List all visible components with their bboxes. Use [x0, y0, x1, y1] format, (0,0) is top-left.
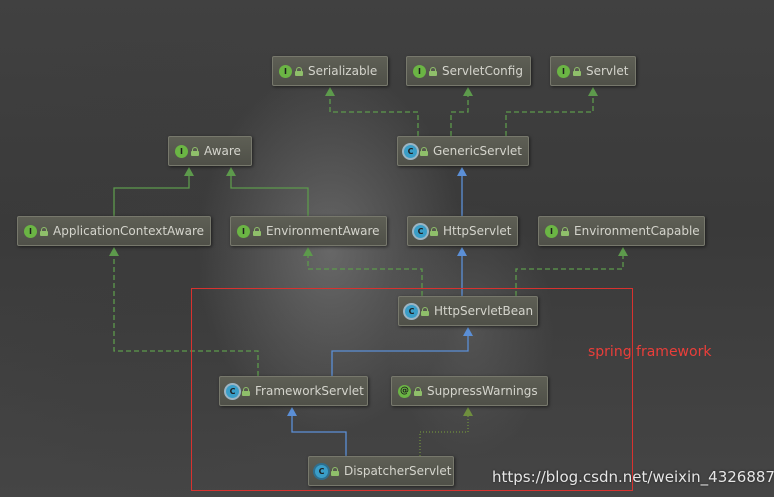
edge-httpservletbean-environmentcapable-arrowhead	[618, 247, 628, 256]
edge-frameworkservlet-applicationcontextaware	[113, 256, 259, 376]
node-label: ServletConfig	[442, 64, 523, 78]
node-label: Aware	[204, 144, 241, 158]
edge-frameworkservlet-applicationcontextaware-arrowhead	[109, 247, 119, 256]
node-environment-capable[interactable]: I EnvironmentCapable	[538, 216, 705, 246]
edge-httpservletbean-httpservlet-arrowhead	[457, 247, 467, 256]
node-type-icon: @	[398, 384, 411, 398]
edge-genericservlet-servletconfig	[450, 96, 469, 136]
node-servlet[interactable]: I Servlet	[550, 56, 636, 86]
region-label: spring framework	[588, 344, 712, 360]
node-label: Serializable	[308, 64, 378, 78]
public-lock-icon	[429, 66, 437, 76]
node-type-icon: C	[315, 464, 328, 478]
node-servlet-config[interactable]: I ServletConfig	[406, 56, 531, 86]
public-lock-icon	[421, 306, 429, 316]
node-label: DispatcherServlet	[344, 464, 452, 478]
node-type-icon: I	[545, 224, 558, 238]
node-label: SuppressWarnings	[427, 384, 538, 398]
public-lock-icon	[40, 226, 48, 236]
edge-frameworkservlet-httpservletbean	[331, 336, 469, 376]
node-label: ApplicationContextAware	[53, 224, 205, 238]
node-http-servlet[interactable]: C HttpServlet	[407, 216, 518, 246]
public-lock-icon	[573, 66, 581, 76]
node-type-icon: C	[405, 304, 418, 318]
spring-framework-region	[191, 288, 633, 491]
public-lock-icon	[420, 146, 428, 156]
node-type-icon: I	[279, 64, 292, 78]
node-type-icon: I	[237, 224, 250, 238]
edge-httpservletbean-environmentaware-arrowhead	[303, 247, 313, 256]
edge-dispatcherservlet-suppresswarnings	[419, 416, 469, 456]
edge-httpservletbean-environmentaware	[307, 256, 423, 296]
node-type-icon: I	[413, 64, 426, 78]
public-lock-icon	[242, 386, 250, 396]
node-framework-servlet[interactable]: C FrameworkServlet	[219, 376, 368, 406]
edge-httpservlet-genericservlet-arrowhead	[457, 167, 467, 176]
public-lock-icon	[414, 386, 422, 396]
edge-dispatcherservlet-suppresswarnings-arrowhead	[463, 407, 473, 416]
edge-environmentaware-aware-arrowhead	[226, 167, 236, 176]
node-environment-aware[interactable]: I EnvironmentAware	[230, 216, 387, 246]
public-lock-icon	[561, 226, 569, 236]
node-aware[interactable]: I Aware	[168, 136, 252, 166]
edge-genericservlet-servlet-arrowhead	[588, 87, 598, 96]
node-type-icon: I	[24, 224, 37, 238]
public-lock-icon	[430, 226, 438, 236]
node-label: FrameworkServlet	[255, 384, 364, 398]
public-lock-icon	[295, 66, 303, 76]
node-type-icon: C	[226, 384, 239, 398]
node-type-icon: I	[557, 64, 570, 78]
node-label: GenericServlet	[433, 144, 522, 158]
watermark: https://blog.csdn.net/weixin_43268878	[492, 468, 774, 486]
node-generic-servlet[interactable]: C GenericServlet	[397, 136, 529, 166]
node-dispatcher-servlet[interactable]: C DispatcherServlet	[308, 456, 454, 486]
public-lock-icon	[331, 466, 339, 476]
edge-genericservlet-serializable-arrowhead	[325, 87, 335, 96]
edge-applicationcontextaware-aware	[113, 176, 190, 216]
node-label: EnvironmentAware	[266, 224, 380, 238]
node-application-context-aware[interactable]: I ApplicationContextAware	[17, 216, 211, 246]
node-type-icon: I	[175, 144, 188, 158]
node-label: HttpServletBean	[434, 304, 534, 318]
edge-environmentaware-aware	[230, 176, 309, 216]
node-label: HttpServlet	[443, 224, 512, 238]
public-lock-icon	[253, 226, 261, 236]
edge-applicationcontextaware-aware-arrowhead	[184, 167, 194, 176]
node-label: EnvironmentCapable	[574, 224, 700, 238]
edge-httpservletbean-environmentcapable	[515, 256, 624, 296]
node-type-icon: C	[414, 224, 427, 238]
public-lock-icon	[191, 146, 199, 156]
node-label: Servlet	[586, 64, 629, 78]
node-serializable[interactable]: I Serializable	[272, 56, 388, 86]
edge-genericservlet-servlet	[505, 96, 594, 136]
edge-dispatcherservlet-frameworkservlet	[291, 416, 347, 456]
edge-genericservlet-serializable	[329, 96, 419, 136]
edge-genericservlet-servletconfig-arrowhead	[463, 87, 473, 96]
node-type-icon: C	[404, 144, 417, 158]
edge-dispatcherservlet-frameworkservlet-arrowhead	[287, 407, 297, 416]
node-suppress-warnings[interactable]: @ SuppressWarnings	[391, 376, 548, 406]
node-http-servlet-bean[interactable]: C HttpServletBean	[398, 296, 538, 326]
edge-frameworkservlet-httpservletbean-arrowhead	[463, 327, 473, 336]
